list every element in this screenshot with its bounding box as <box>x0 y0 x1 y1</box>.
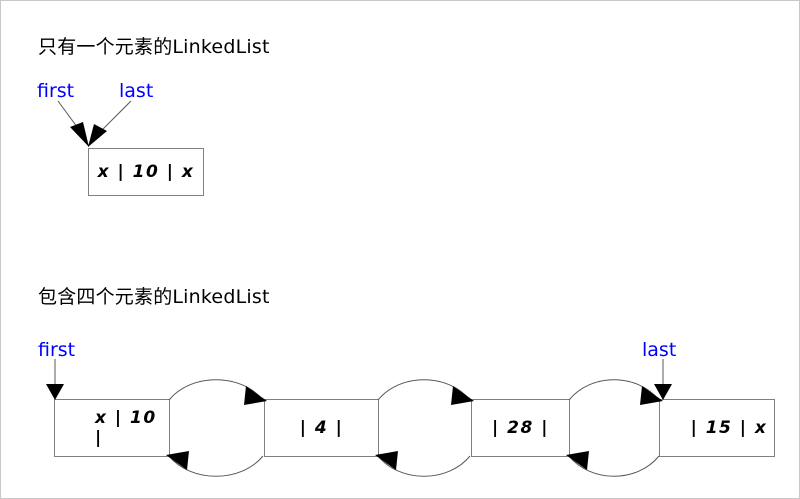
link-arrow-1-next <box>377 379 474 405</box>
node-3: | 15 | x <box>659 399 775 457</box>
pointer-label-last-four: last <box>642 339 677 361</box>
link-arrow-1-prev <box>166 451 264 477</box>
pointer-arrow-last-four <box>654 359 672 400</box>
link-arrow-0-next <box>168 379 267 405</box>
node-1: | 4 | <box>264 399 379 457</box>
pointer-arrow-first-four <box>46 359 64 400</box>
pointer-label-first-single: first <box>37 80 75 102</box>
node-single-element: x | 10 | x <box>88 148 204 196</box>
heading-single-element-linkedlist: 只有一个元素的LinkedList <box>38 36 270 58</box>
heading-four-element-linkedlist: 包含四个元素的LinkedList <box>38 286 270 308</box>
pointer-arrow-first-single <box>57 100 89 147</box>
link-arrow-2-next <box>568 379 663 405</box>
pointer-label-first-four: first <box>38 339 76 361</box>
pointer-arrow-last-single <box>88 100 132 147</box>
pointer-label-last-single: last <box>119 80 154 102</box>
link-arrow-2-prev <box>375 451 471 477</box>
node-0: x | 10 | <box>54 399 170 457</box>
link-arrow-3-prev <box>566 451 660 477</box>
node-2: | 28 | <box>471 399 570 457</box>
